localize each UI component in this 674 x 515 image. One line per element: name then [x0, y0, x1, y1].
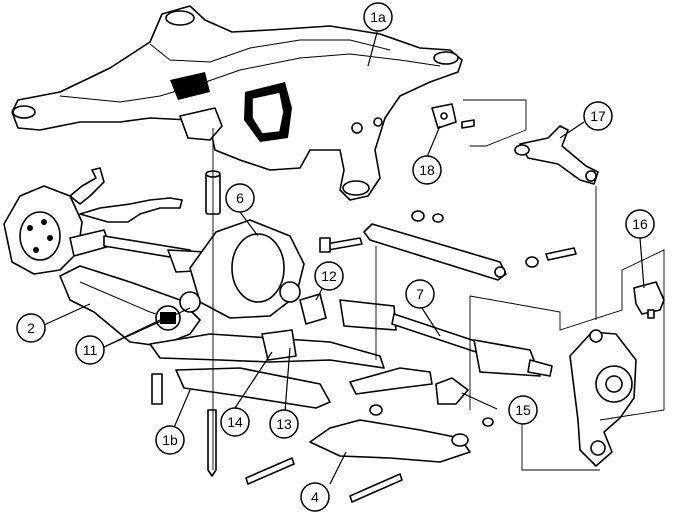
callout-16-label: 16 — [632, 216, 648, 232]
lower-link-bolt-left — [245, 457, 295, 485]
callout-16: 16 — [625, 209, 655, 239]
callout-11-label: 11 — [83, 342, 98, 358]
alignment-guides — [212, 99, 665, 471]
callout-13-label: 13 — [276, 416, 292, 432]
callout-15-label: 15 — [515, 402, 531, 418]
callout-14: 14 — [220, 407, 250, 437]
rear-subframe — [11, 5, 463, 201]
callout-12-label: 12 — [321, 268, 337, 284]
lateral-link-fastener-right — [525, 247, 577, 268]
callout-11: 11 — [75, 335, 105, 365]
damper-bush — [633, 281, 665, 319]
callout-18: 18 — [412, 155, 442, 185]
lower-link-bolt-right — [349, 473, 403, 503]
right-drive-shaft — [339, 299, 553, 377]
callout-1a-label: 1a — [370, 9, 386, 25]
mount-bracket — [431, 103, 475, 129]
callout-18-label: 18 — [419, 162, 435, 178]
hub-and-brake-assembly — [3, 167, 105, 275]
lateral-link-bolt — [319, 237, 363, 253]
callout-13: 13 — [269, 409, 299, 439]
leader-lines — [43, 28, 645, 485]
differential-mount-bush — [299, 293, 327, 325]
lower-link-nut — [369, 404, 494, 427]
hub-carrier — [569, 329, 637, 467]
callout-1a: 1a — [363, 2, 393, 32]
differential — [155, 219, 305, 331]
lateral-link — [363, 223, 507, 281]
callout-7-label: 7 — [416, 286, 424, 302]
callout-1b-label: 1b — [162, 432, 178, 448]
lateral-link-nut — [411, 210, 444, 223]
callout-4-label: 4 — [311, 489, 319, 505]
callout-7: 7 — [405, 279, 435, 309]
callout-2: 2 — [16, 313, 46, 343]
callout-15: 15 — [508, 395, 538, 425]
callout-2-label: 2 — [27, 320, 35, 336]
callout-4: 4 — [300, 482, 330, 512]
heat-shield-strap — [349, 367, 469, 405]
callout-6: 6 — [225, 183, 255, 213]
upper-trailing-link — [79, 197, 183, 223]
subframe-mounting-bolt — [151, 373, 217, 477]
callout-17: 17 — [583, 101, 613, 131]
callout-12: 12 — [314, 261, 344, 291]
lower-mount-bracket — [149, 329, 385, 409]
upper-control-arm — [514, 125, 599, 185]
callout-14-label: 14 — [227, 414, 243, 430]
callout-6-label: 6 — [236, 190, 244, 206]
lower-trailing-link — [309, 419, 471, 463]
callout-17-label: 17 — [590, 108, 606, 124]
callout-1b: 1b — [155, 425, 185, 455]
